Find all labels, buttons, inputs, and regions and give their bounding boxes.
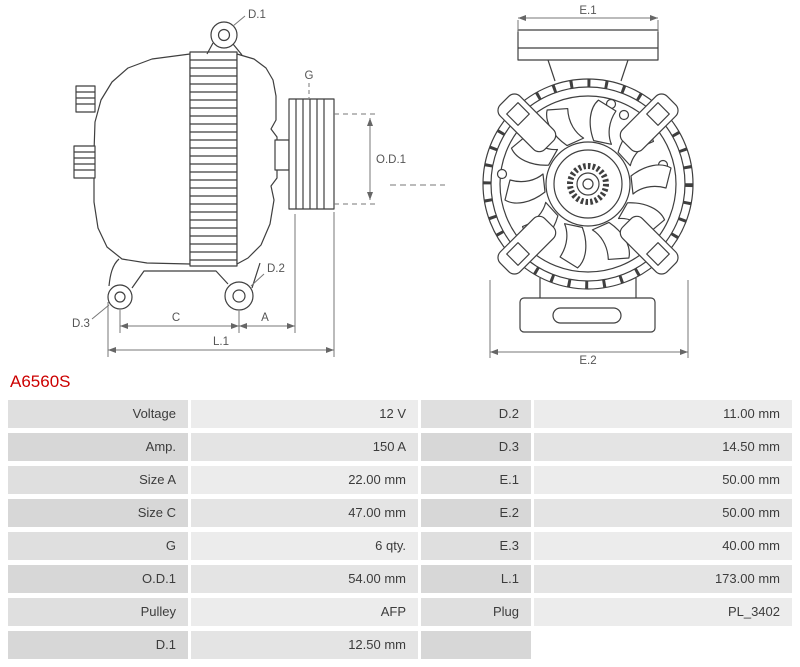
spec-value: 150 A [191, 433, 418, 461]
technical-drawings: D.1 G O.D.1 D.2 D.3 C A L.1 [72, 5, 694, 367]
spec-value: 12 V [191, 400, 418, 428]
spec-value: 11.00 mm [534, 400, 792, 428]
spec-value: 173.00 mm [534, 565, 792, 593]
spec-label: D.1 [8, 631, 188, 659]
table-row: Voltage 12 V D.2 11.00 mm [8, 400, 792, 428]
dim-label-c: C [172, 312, 180, 324]
spec-value: 40.00 mm [534, 532, 792, 560]
table-row: Size A 22.00 mm E.1 50.00 mm [8, 466, 792, 494]
spec-label: E.1 [421, 466, 531, 494]
spec-label: L.1 [421, 565, 531, 593]
spec-value: 6 qty. [191, 532, 418, 560]
spec-label: E.2 [421, 499, 531, 527]
spec-value: 50.00 mm [534, 499, 792, 527]
foot-slot [552, 307, 622, 324]
spec-value: 14.50 mm [534, 433, 792, 461]
dim-label-e2: E.2 [579, 355, 596, 367]
spec-label: O.D.1 [8, 565, 188, 593]
dim-label-d2: D.2 [267, 263, 285, 275]
dim-label-l1: L.1 [213, 336, 229, 348]
spec-value: 54.00 mm [191, 565, 418, 593]
dim-label-a: A [261, 312, 269, 324]
spec-value: AFP [191, 598, 418, 626]
spec-label [421, 631, 531, 659]
dim-label-d3: D.3 [72, 318, 90, 330]
spec-value: 47.00 mm [191, 499, 418, 527]
pulley-hub [545, 141, 631, 227]
spec-label: E.3 [421, 532, 531, 560]
spec-label: Pulley [8, 598, 188, 626]
table-row: Size C 47.00 mm E.2 50.00 mm [8, 499, 792, 527]
spec-value [534, 631, 792, 659]
spec-value: 50.00 mm [534, 466, 792, 494]
rear-housing [93, 53, 191, 265]
spec-label: Amp. [8, 433, 188, 461]
bolt-hole [618, 109, 630, 121]
spec-value: PL_3402 [534, 598, 792, 626]
part-number[interactable]: A6560S [10, 372, 71, 391]
table-row: D.1 12.50 mm [8, 631, 792, 659]
side-view-diagram: D.1 G O.D.1 D.2 D.3 C A L.1 [72, 9, 445, 357]
spec-label: G [8, 532, 188, 560]
dim-label-e1: E.1 [579, 5, 596, 17]
spec-label: Voltage [8, 400, 188, 428]
spec-table: Voltage 12 V D.2 11.00 mm Amp. 150 A D.3… [8, 400, 792, 659]
shaft [274, 139, 290, 171]
stator-band [189, 51, 238, 267]
spec-label: D.3 [421, 433, 531, 461]
dim-label-od1: O.D.1 [376, 154, 406, 166]
spec-label: Size C [8, 499, 188, 527]
front-view-diagram: E.1 E.2 [482, 5, 694, 367]
top-flange [517, 29, 659, 61]
dimension-lines [489, 15, 689, 358]
table-row: Amp. 150 A D.3 14.50 mm [8, 433, 792, 461]
rear-fin-block-lower [73, 145, 96, 179]
table-row: G 6 qty. E.3 40.00 mm [8, 532, 792, 560]
dimension-lines [91, 15, 445, 357]
spec-value: 12.50 mm [191, 631, 418, 659]
bolt-hole [496, 168, 508, 180]
table-row: O.D.1 54.00 mm L.1 173.00 mm [8, 565, 792, 593]
table-row: Pulley AFP Plug PL_3402 [8, 598, 792, 626]
spec-label: Size A [8, 466, 188, 494]
dim-label-g: G [305, 70, 314, 82]
spec-label: Plug [421, 598, 531, 626]
spec-value: 22.00 mm [191, 466, 418, 494]
rear-fin-block-upper [75, 85, 96, 113]
dim-label-d1: D.1 [248, 9, 266, 21]
drive-end-bracket [236, 53, 278, 265]
spec-label: D.2 [421, 400, 531, 428]
